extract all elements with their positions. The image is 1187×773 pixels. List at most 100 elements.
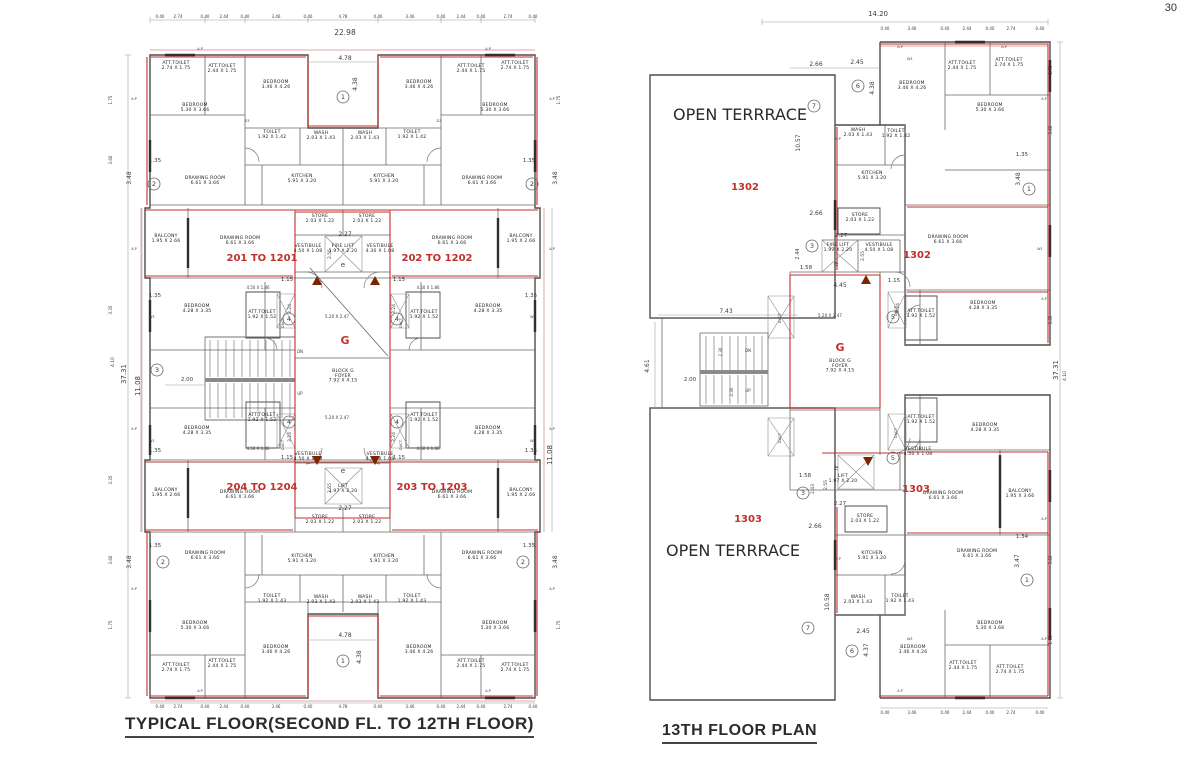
annotation-text: OPEN TERRRACE (673, 105, 807, 124)
annotation-text: 3.48 (1015, 172, 1022, 186)
annotation-text: 4.38 (869, 81, 876, 95)
annotation-text: 37.31 (120, 364, 128, 384)
grid-bubble-number: 4 (395, 315, 399, 323)
entry-arrow (312, 276, 322, 285)
annotation-text: DUCT (778, 432, 782, 443)
annotation-text: A.P (197, 689, 203, 693)
annotation-text: 2.27 (338, 231, 352, 238)
annotation-text: A.P (1001, 45, 1007, 49)
grid-bubble (150, 363, 164, 377)
grid-bubble (851, 79, 865, 93)
annotation-text: 0.40 (241, 14, 250, 19)
unit-number-label: G (835, 341, 844, 354)
grid-bubble (282, 312, 296, 326)
annotation-text: DN (745, 348, 751, 353)
annotation-text: 11.08 (546, 445, 554, 465)
annotation-text: 1.15 (393, 455, 406, 461)
annotation-text: 3.35 (1048, 315, 1053, 324)
annotation-text: 5.20 X 2.47 (325, 415, 350, 420)
unit-number-label: 201 TO 1201 (227, 253, 298, 264)
annotation-text: A.P (131, 247, 137, 251)
grid-bubble (1020, 573, 1034, 587)
annotation-text: DN (297, 349, 303, 354)
annotation-text: DUCT (399, 439, 403, 450)
annotation-text: 4.10 (110, 357, 116, 367)
unit-number-label: 1303 (734, 514, 762, 525)
annotation-text: 2.44 (795, 248, 801, 259)
annotation-text: 2.74 (174, 704, 183, 709)
annotation-text: 3.66 (1048, 555, 1053, 564)
annotation-text: A.P (131, 587, 137, 591)
grid-bubble (807, 99, 821, 113)
annotation-text: 2.74 (1007, 710, 1016, 715)
grid-bubble (886, 310, 900, 324)
annotation-text: 10.58 (824, 593, 831, 610)
annotation-text: 2.55 (327, 249, 333, 259)
grid-bubble-number: 2 (161, 558, 165, 566)
annotation-text: 2.55 (860, 251, 866, 261)
annotation-text: DUCT (778, 312, 782, 323)
grid-bubble-number: 4 (395, 418, 399, 426)
grid-bubble (525, 177, 539, 191)
annotation-text: 4.38 (356, 650, 363, 664)
annotation-text: 3.46 (272, 14, 281, 19)
annotation-text: 4.78 (339, 14, 348, 19)
annotation-text: 3.66 (108, 155, 113, 164)
annotation-text: A.P (1041, 97, 1047, 101)
annotation-text: W1 (907, 57, 913, 61)
annotation-text: 1.75 (556, 95, 561, 104)
annotation-text: A.P (549, 97, 555, 101)
entry-arrow (312, 456, 322, 465)
annotation-text: 0.40 (201, 704, 210, 709)
annotation-text: 3.46 (406, 704, 415, 709)
grid-bubble (147, 177, 161, 191)
annotation-text: W1 (1037, 247, 1043, 251)
annotation-text: 1.58 (799, 473, 812, 479)
grid-bubble-number: 7 (806, 624, 810, 632)
entry-arrow (861, 275, 871, 284)
grid-bubble-number: 2 (530, 180, 534, 188)
annotation-text: 14.20 (868, 10, 888, 18)
annotation-text: 1.35 (523, 543, 536, 549)
annotation-text: 3.24 (287, 432, 293, 442)
annotation-text: 2.44 (963, 710, 972, 715)
annotation-text: A.P (197, 47, 203, 51)
grid-bubble-number: 3 (810, 242, 814, 250)
annotation-text: e (834, 464, 838, 472)
annotation-text: 0.40 (477, 704, 486, 709)
unit-number-label: G (340, 334, 349, 347)
annotation-text: 1.75 (108, 95, 113, 104)
annotation-text: 4.50 X 1.86 (416, 285, 440, 290)
annotation-text: 0.40 (437, 14, 446, 19)
annotation-text: 0.40 (881, 710, 890, 715)
annotation-text: 0.40 (437, 704, 446, 709)
